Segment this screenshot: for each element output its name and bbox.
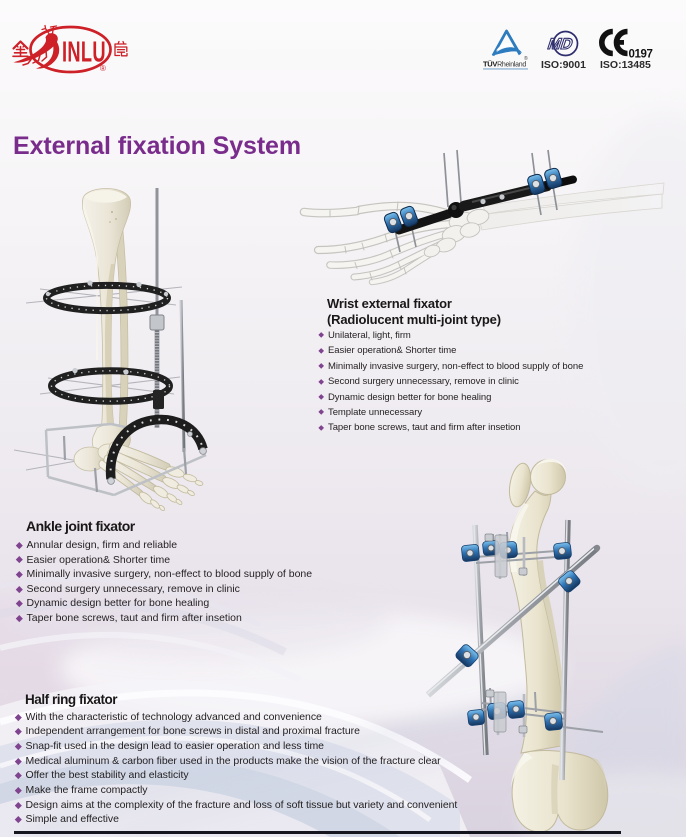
svg-text:0197: 0197 [629,49,653,61]
svg-text:TÜVRheinland: TÜVRheinland [483,60,526,69]
svg-text:MD: MD [546,36,575,53]
svg-text:INLU: INLU [62,36,106,68]
svg-text:®: ® [100,64,106,73]
svg-text:®: ® [524,55,528,62]
